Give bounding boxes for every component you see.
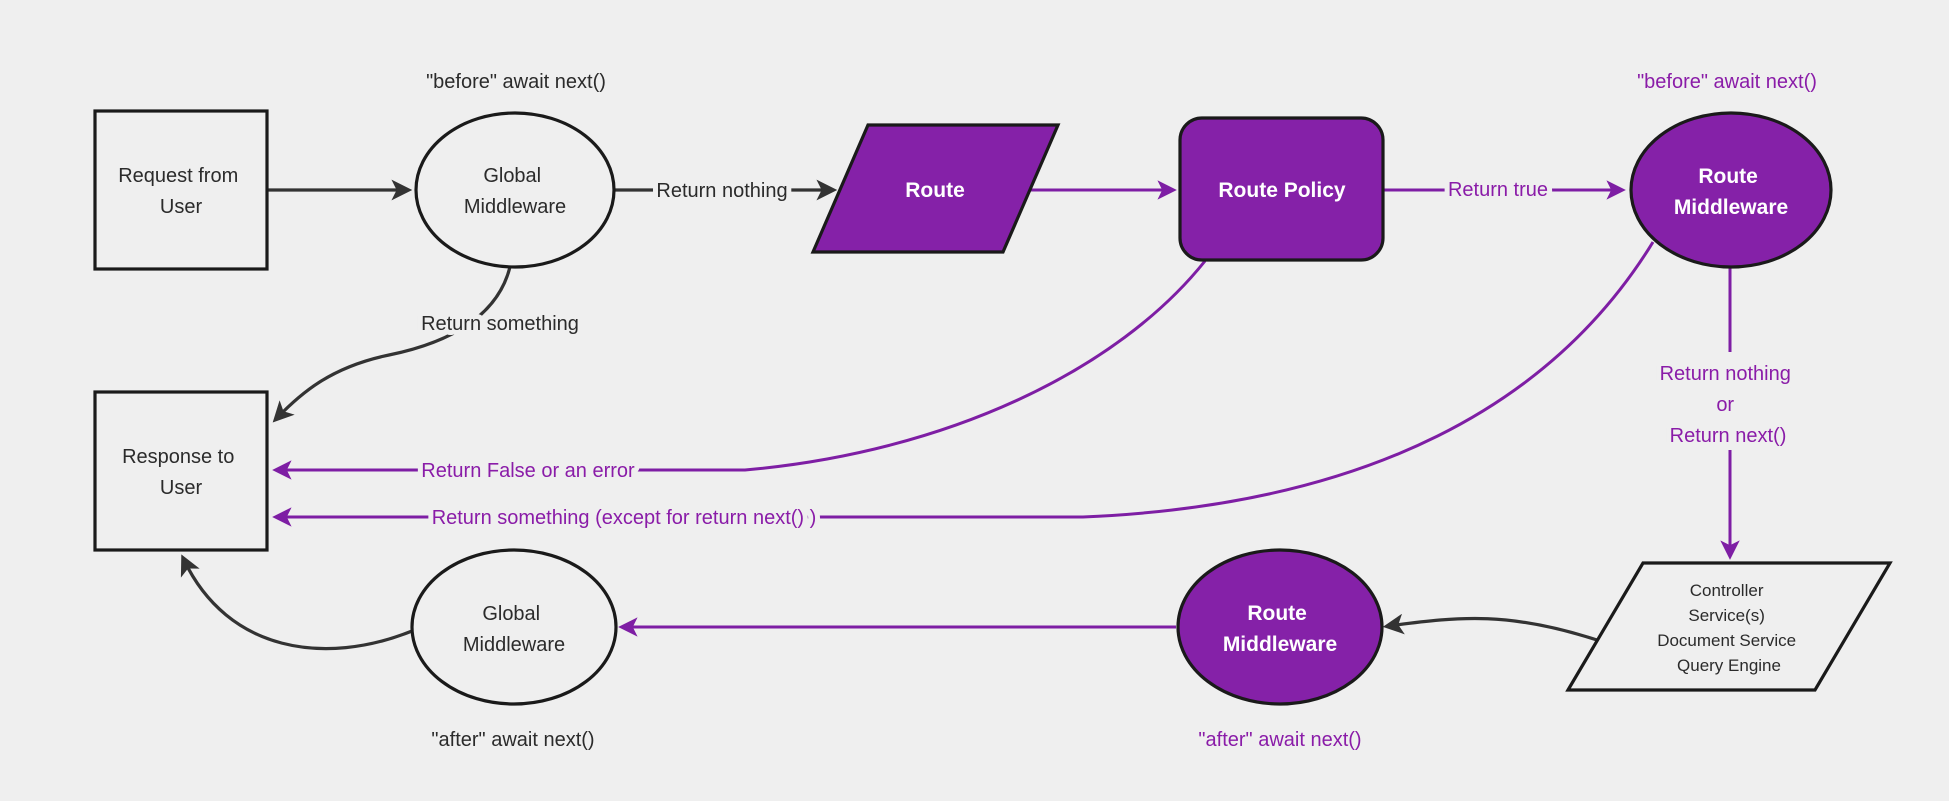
node-route-middleware-top: Route Middleware: [1629, 111, 1833, 269]
label-before-await-next-global: "before" await next(): [426, 71, 606, 93]
label-return-nothing-or-next: Return nothing or Return next(): [1660, 363, 1797, 447]
node-request-from-user: Request from User: [93, 109, 269, 271]
label-after-await-next-global: "after" await next(): [431, 729, 594, 751]
route-policy-box: [1178, 116, 1385, 262]
response-to-user-label: Response to User: [122, 446, 240, 499]
edge-route-policy-return-false-to-response: [272, 260, 1207, 480]
route-label: Route: [905, 179, 965, 202]
edge-global-middleware-bottom-to-response: [180, 554, 413, 651]
controller-parallelogram: [1565, 561, 1893, 692]
label-return-something-except: Return something (except for return next…: [432, 507, 817, 529]
request-from-user-box: [93, 109, 269, 271]
node-global-middleware-top: Global Middleware: [414, 111, 616, 269]
global-middleware-top-label: Global Middleware: [464, 165, 566, 218]
label-return-nothing: Return nothing: [656, 180, 787, 202]
label-return-true: Return true: [1448, 179, 1548, 201]
label-after-await-next-route: "after" await next(): [1198, 729, 1361, 751]
node-route-policy: Route Policy: [1178, 116, 1385, 262]
label-before-await-next-route: "before" await next(): [1637, 71, 1817, 93]
node-response-to-user: Response to User: [93, 390, 269, 552]
route-parallelogram: [810, 123, 1061, 254]
route-middleware-top-label: Route Middleware: [1674, 165, 1788, 219]
edge-route-middleware-return-something-to-response: [272, 241, 1655, 527]
route-middleware-bottom-label: Route Middleware: [1223, 602, 1337, 656]
node-route-middleware-bottom: Route Middleware: [1176, 548, 1384, 706]
response-to-user-box: [93, 390, 269, 552]
route-middleware-top-ellipse: [1629, 111, 1833, 269]
node-route: Route: [810, 123, 1061, 254]
node-controller-services: Controller Service(s) Document Service Q…: [1565, 561, 1893, 692]
route-policy-label: Route Policy: [1218, 179, 1346, 202]
global-middleware-bottom-ellipse: [410, 548, 618, 706]
global-middleware-top-ellipse: [414, 111, 616, 269]
label-return-something: Return something: [421, 313, 579, 335]
global-middleware-bottom-label: Global Middleware: [463, 603, 565, 656]
edge-controller-to-route-middleware-bottom: [1382, 613, 1598, 642]
route-middleware-bottom-ellipse: [1176, 548, 1384, 706]
edge-global-middleware-return-something-to-response: [272, 266, 512, 423]
label-return-false-or-error: Return False or an error: [421, 460, 635, 482]
request-from-user-label: Request from User: [118, 165, 244, 218]
node-global-middleware-bottom: Global Middleware: [410, 548, 618, 706]
controller-label: Controller Service(s) Document Service Q…: [1657, 581, 1801, 675]
